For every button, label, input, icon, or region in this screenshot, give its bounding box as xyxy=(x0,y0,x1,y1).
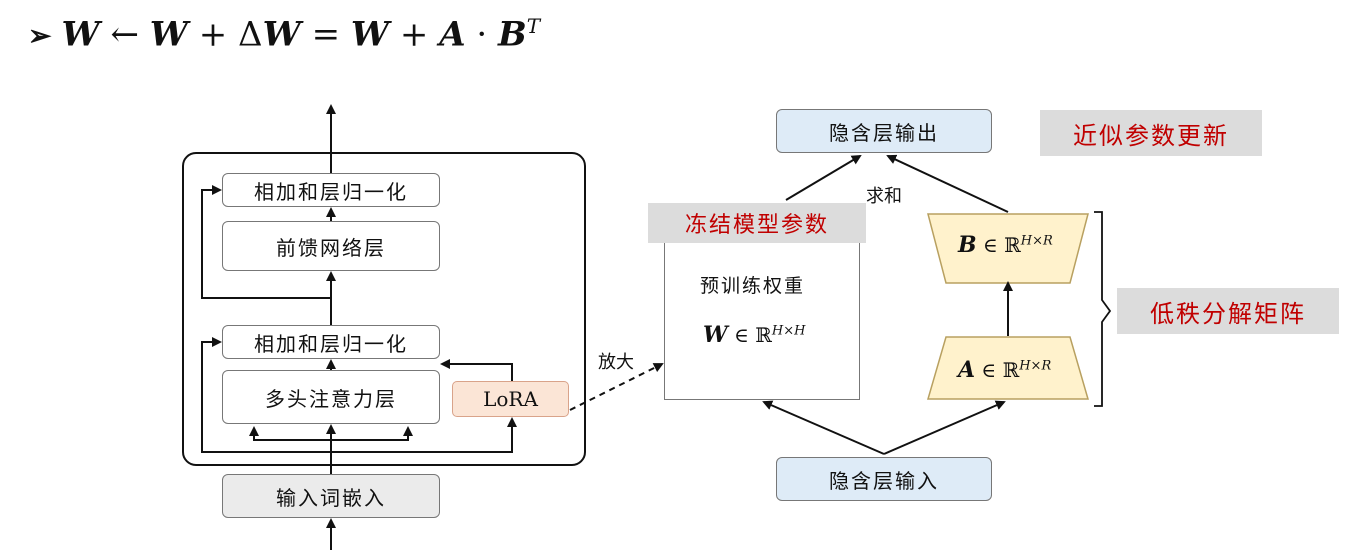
eq-a: A xyxy=(439,14,466,55)
lora-output-line xyxy=(440,359,513,381)
lora-label: LoRA xyxy=(483,387,538,411)
add-norm-bottom-label: 相加和层归一化 xyxy=(254,331,408,356)
matrix-b-math: B ∈ ℝH×R xyxy=(958,232,1053,258)
qkv-fanout-right xyxy=(331,426,413,441)
matrix-b-shape xyxy=(927,213,1089,284)
ffn-box: 前馈网络层 xyxy=(222,221,440,271)
input-to-w-arrow xyxy=(762,400,885,455)
attention-box: 多头注意力层 xyxy=(222,370,440,424)
qkv-fanout-left xyxy=(249,426,331,441)
a-in: ∈ ℝ xyxy=(975,358,1020,382)
eq-plus: + xyxy=(389,14,440,55)
approx-update-tag: 近似参数更新 xyxy=(1040,110,1262,156)
matrix-a-shape xyxy=(927,336,1089,400)
hidden-output-box: 隐含层输出 xyxy=(776,109,992,153)
hidden-output-label: 隐含层输出 xyxy=(829,120,939,145)
a-var: A xyxy=(958,357,976,383)
embedding-box: 输入词嵌入 xyxy=(222,474,440,518)
eq-plus-delta: + Δ xyxy=(187,14,263,55)
eq-dw: W xyxy=(262,14,301,55)
sum-label: 求和 xyxy=(866,186,902,207)
b-to-output-arrow xyxy=(886,154,1009,213)
lora-box: LoRA xyxy=(452,381,569,417)
add-norm-top-label: 相加和层归一化 xyxy=(254,179,408,204)
w-dim: H×H xyxy=(771,323,806,339)
w-to-output-arrow xyxy=(785,154,862,201)
lowrank-tag: 低秩分解矩阵 xyxy=(1117,288,1339,334)
eq-b: B xyxy=(498,14,527,55)
eq-w1: W xyxy=(61,14,100,55)
update-equation: ➢W ← W + ΔW = W + A · BT xyxy=(28,14,540,54)
attention-label: 多头注意力层 xyxy=(265,386,397,411)
eq-arrow: ← xyxy=(99,14,150,55)
embedding-label: 输入词嵌入 xyxy=(276,485,386,510)
matrix-a-math: A ∈ ℝH×R xyxy=(958,357,1051,383)
eq-dot: · xyxy=(465,14,499,55)
b-in: ∈ ℝ xyxy=(976,233,1021,257)
hidden-input-label: 隐含层输入 xyxy=(829,468,939,493)
bullet-arrow-icon: ➢ xyxy=(28,19,52,53)
frozen-params-tag: 冻结模型参数 xyxy=(648,203,866,243)
lowrank-brace xyxy=(1094,211,1112,407)
eq-transpose: T xyxy=(526,14,541,38)
lora-input-line xyxy=(331,417,517,453)
eq-w3: W xyxy=(350,14,390,55)
pretrained-math: W ∈ ℝH×H xyxy=(703,322,805,348)
residual-bottom xyxy=(201,337,331,453)
w-in: ∈ ℝ xyxy=(727,323,772,347)
hidden-input-box: 隐含层输入 xyxy=(776,457,992,501)
transformer-block xyxy=(182,152,586,466)
pretrained-weight-box xyxy=(664,222,860,400)
b-var: B xyxy=(958,232,977,258)
residual-top xyxy=(201,185,331,299)
add-norm-top-box: 相加和层归一化 xyxy=(222,173,440,207)
eq-w2: W xyxy=(149,14,188,55)
b-dim: H×R xyxy=(1020,233,1053,249)
pretrained-title: 预训练权重 xyxy=(700,275,806,297)
zoom-label: 放大 xyxy=(598,352,634,373)
eq-equals: = xyxy=(300,14,351,55)
a-dim: H×R xyxy=(1019,358,1052,374)
add-norm-bottom-box: 相加和层归一化 xyxy=(222,325,440,359)
w-var: W xyxy=(703,322,728,348)
input-to-a-arrow xyxy=(883,400,1006,455)
ffn-label: 前馈网络层 xyxy=(276,235,386,260)
